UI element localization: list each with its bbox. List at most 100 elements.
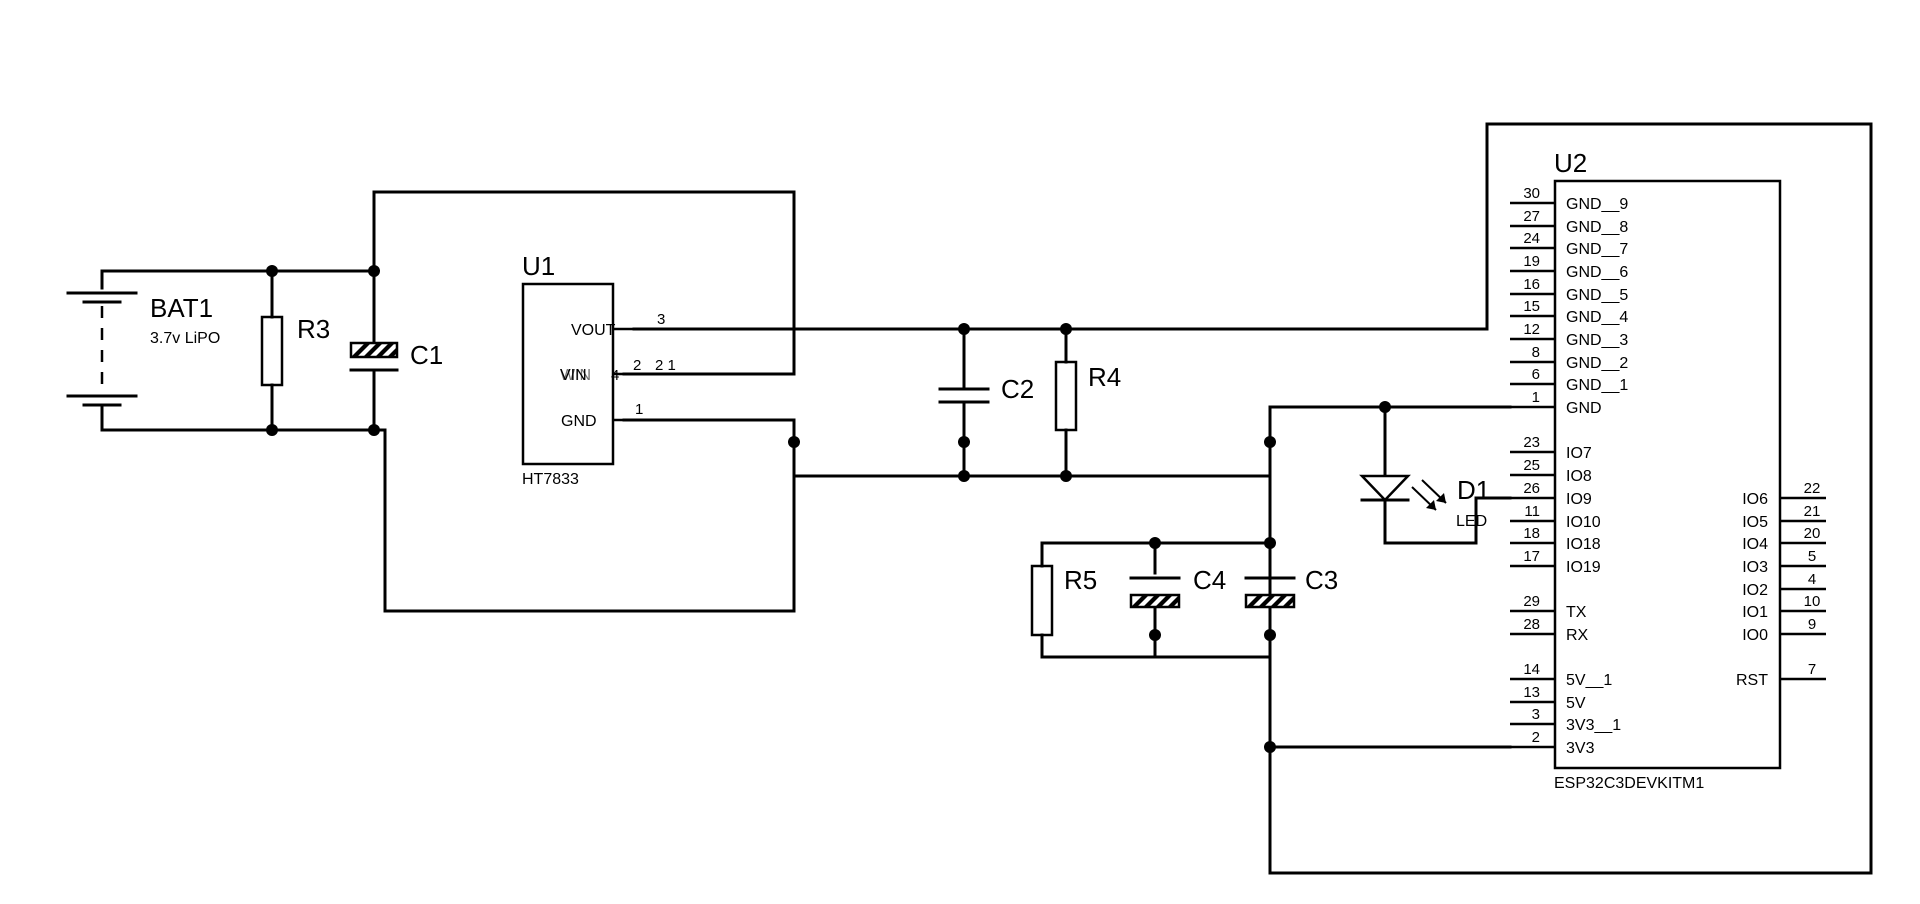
u2-pin-name: 3V3: [1566, 740, 1595, 757]
u1-pin-vout-name: VOUT: [571, 322, 616, 339]
u2-pin-num: 22: [1804, 480, 1821, 497]
u2-pin-num: 28: [1523, 616, 1540, 633]
r4-ref-label: R4: [1088, 362, 1121, 392]
u2-ref-label: U2: [1554, 148, 1587, 178]
junction-dot: [958, 436, 970, 448]
led-d1: D1 LED: [1359, 405, 1512, 545]
bat1-ref-label: BAT1: [150, 293, 213, 323]
u1-pin-gnd-name: GND: [561, 413, 597, 430]
u1-pin-vin-num: 2: [633, 357, 641, 374]
u2-pin: IO7 23: [1510, 434, 1592, 462]
u2-pin-name: GND__9: [1566, 196, 1628, 213]
u2-pin-name: IO3: [1742, 559, 1768, 576]
u2-pin: IO2 4: [1742, 571, 1826, 599]
u2-pin-num: 4: [1808, 571, 1816, 588]
u1-part-label: HT7833: [522, 471, 579, 488]
u2-pin-name: GND__6: [1566, 264, 1628, 281]
u2-pin-num: 21: [1804, 503, 1821, 520]
u2-pin-name: IO7: [1566, 445, 1592, 462]
junction-dot: [1060, 470, 1072, 482]
junction-dot: [368, 424, 380, 436]
u2-pin-num: 12: [1523, 321, 1540, 338]
u2-pin-name: GND__1: [1566, 377, 1628, 394]
r3-ref-label: R3: [297, 314, 330, 344]
u2-left-pins: GND__930GND__827GND__724GND__619GND__516…: [1510, 185, 1628, 757]
u2-pin-num: 11: [1524, 503, 1540, 520]
c2-ref-label: C2: [1001, 374, 1034, 404]
u2-pin-num: 14: [1523, 661, 1540, 678]
bat1-value-label: 3.7v LiPO: [150, 330, 220, 347]
u2-pin-num: 17: [1523, 548, 1540, 565]
u2-pin-num: 18: [1523, 525, 1540, 542]
u2-pin: IO3 5: [1742, 548, 1826, 576]
u2-pin-name: IO2: [1742, 582, 1768, 599]
u2-pin-num: 19: [1523, 253, 1540, 270]
u2-pin: GND__2 8: [1510, 344, 1628, 372]
junction-dot: [266, 424, 278, 436]
wires-power-input: [100, 190, 796, 613]
u2-pin: 5V__1 14: [1510, 661, 1612, 689]
u2-pin: GND__9 30: [1510, 185, 1628, 213]
u2-pin: 3V3__13: [1510, 706, 1621, 734]
u1-ref-label: U1: [522, 251, 555, 281]
u2-pin: RX 28: [1510, 616, 1589, 644]
u2-pin-num: 1: [1532, 389, 1540, 406]
u2-pin-name: IO10: [1566, 514, 1601, 531]
u2-pin-num: 6: [1532, 366, 1540, 383]
u2-pin: 3V3 2: [1510, 729, 1595, 757]
battery-bat1: BAT1 3.7v LiPO: [66, 269, 220, 432]
u2-pin: GND__1 6: [1510, 366, 1628, 394]
u2-pin: GND__6 19: [1510, 253, 1628, 281]
u2-pin: GND__516: [1510, 276, 1628, 304]
capacitor-c4: C4: [1129, 565, 1226, 609]
u2-pin-name: RX: [1566, 627, 1589, 644]
junction-dot: [1060, 323, 1072, 335]
c3-ref-label: C3: [1305, 565, 1338, 595]
module-u2: U2 ESP32C3DEVKITM1 GND__930GND__827GND__…: [1510, 148, 1826, 792]
u2-pin: GND__312: [1510, 321, 1628, 349]
u2-pin-num: 26: [1523, 480, 1540, 497]
u2-pin-name: GND__7: [1566, 241, 1628, 258]
u2-pin-num: 8: [1532, 344, 1540, 361]
u2-pin-name: 5V: [1566, 695, 1586, 712]
u2-pin-name: 3V3__1: [1566, 717, 1621, 734]
junction-dot: [958, 470, 970, 482]
u2-pin-num: 5: [1808, 548, 1816, 565]
capacitor-c1: C1: [349, 268, 443, 372]
capacitor-c3: C3: [1244, 541, 1338, 609]
r5-ref-label: R5: [1064, 565, 1097, 595]
u2-pin-name: RST: [1736, 672, 1768, 689]
c1-ref-label: C1: [410, 340, 443, 370]
junction-dot: [368, 265, 380, 277]
u2-pin-num: 2: [1532, 729, 1540, 746]
c4-ref-label: C4: [1193, 565, 1226, 595]
u2-pin-name: IO6: [1742, 491, 1768, 508]
u2-part-label: ESP32C3DEVKITM1: [1554, 775, 1704, 792]
u2-pin-name: IO5: [1742, 514, 1768, 531]
u2-pin-name: GND__2: [1566, 355, 1628, 372]
resistor-r3: R3: [260, 314, 330, 387]
u2-pin: IO10 11: [1510, 503, 1601, 531]
junction-dot: [1149, 629, 1161, 641]
u2-pin-name: IO0: [1742, 627, 1768, 644]
u2-pin-num: 23: [1523, 434, 1540, 451]
u2-pin-num: 24: [1523, 230, 1540, 247]
u1-pin-vout-num: 3: [657, 311, 665, 328]
junction-dot: [1264, 436, 1276, 448]
u1-pin-vin-overlap-num: 4: [611, 367, 619, 384]
u2-pin: GND__415: [1510, 298, 1628, 326]
u2-pin-num: 30: [1523, 185, 1540, 202]
resistor-r4: R4: [1054, 327, 1121, 478]
u2-pin-name: IO8: [1566, 468, 1592, 485]
u2-pin-name: 5V__1: [1566, 672, 1612, 689]
